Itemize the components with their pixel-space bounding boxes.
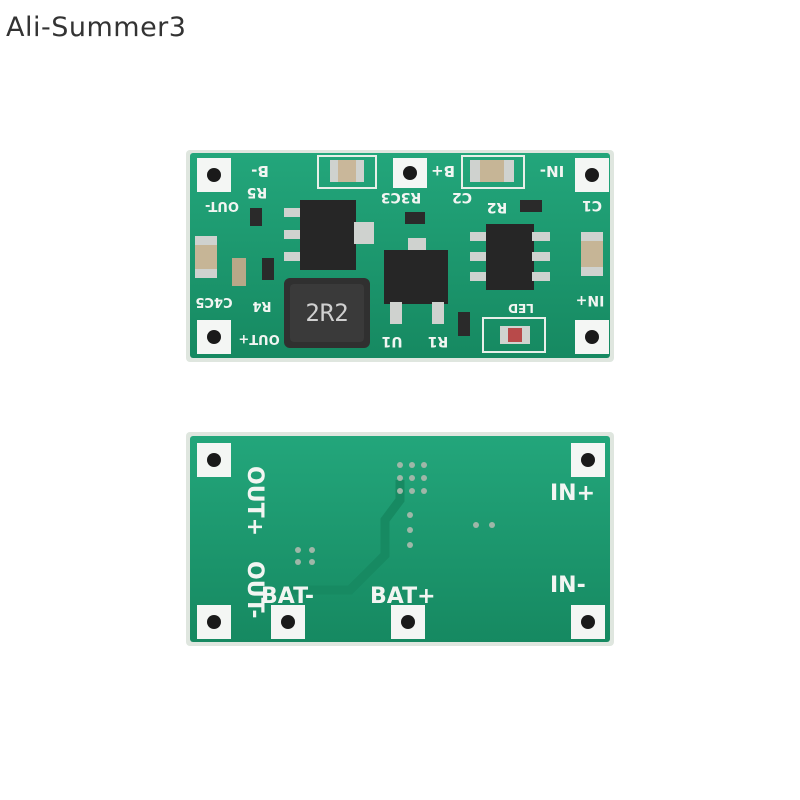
top-ic-right [470,224,550,290]
top-board: 2R2 B- B+ IN- R5 OUT- R3C3 C2 R2 C1 [186,150,614,362]
label-c4c5: C4C5 [195,294,232,309]
label-u1: U1 [381,333,402,349]
bottom-label-bat-minus: BAT- [261,584,314,609]
top-pad [575,158,609,192]
label-b-plus: B+ [431,162,455,180]
top-pad [393,158,427,188]
bottom-label-in-plus: IN+ [550,481,595,506]
label-r5: R5 [247,184,268,200]
bottom-board: OUT+ OUT- BAT- BAT+ IN+ IN- [186,432,614,646]
watermark-text: Ali-Summer3 [6,12,187,43]
label-out-plus: OUT+ [238,331,279,346]
top-ic-u1 [384,238,448,324]
label-out-minus: OUT- [205,198,239,213]
bottom-pad [391,605,425,639]
bottom-pad [271,605,305,639]
top-pad [197,320,231,354]
label-in-minus: IN- [540,162,564,180]
bottom-pad [197,443,231,477]
label-b-minus: B- [251,162,269,180]
label-c1: C1 [582,197,602,213]
bottom-label-bat-plus: BAT+ [370,584,436,609]
bottom-label-out-minus: OUT- [242,561,267,618]
top-ic-left [284,200,374,270]
label-r2: R2 [487,199,508,215]
bottom-label-in-minus: IN- [550,573,586,598]
top-pad [575,320,609,354]
bottom-pad [197,605,231,639]
bottom-pad [571,605,605,639]
bottom-label-out-plus: OUT+ [242,466,267,536]
label-r1: R1 [428,333,449,349]
label-r3c3: R3C3 [381,189,422,205]
top-inductor: 2R2 [284,278,370,348]
label-led: LED [508,301,534,315]
bottom-pad [571,443,605,477]
inductor-label: 2R2 [305,299,348,327]
top-pad [197,158,231,192]
label-c2: C2 [452,189,472,205]
label-in-plus: IN+ [576,292,605,308]
label-r4: R4 [252,298,271,313]
